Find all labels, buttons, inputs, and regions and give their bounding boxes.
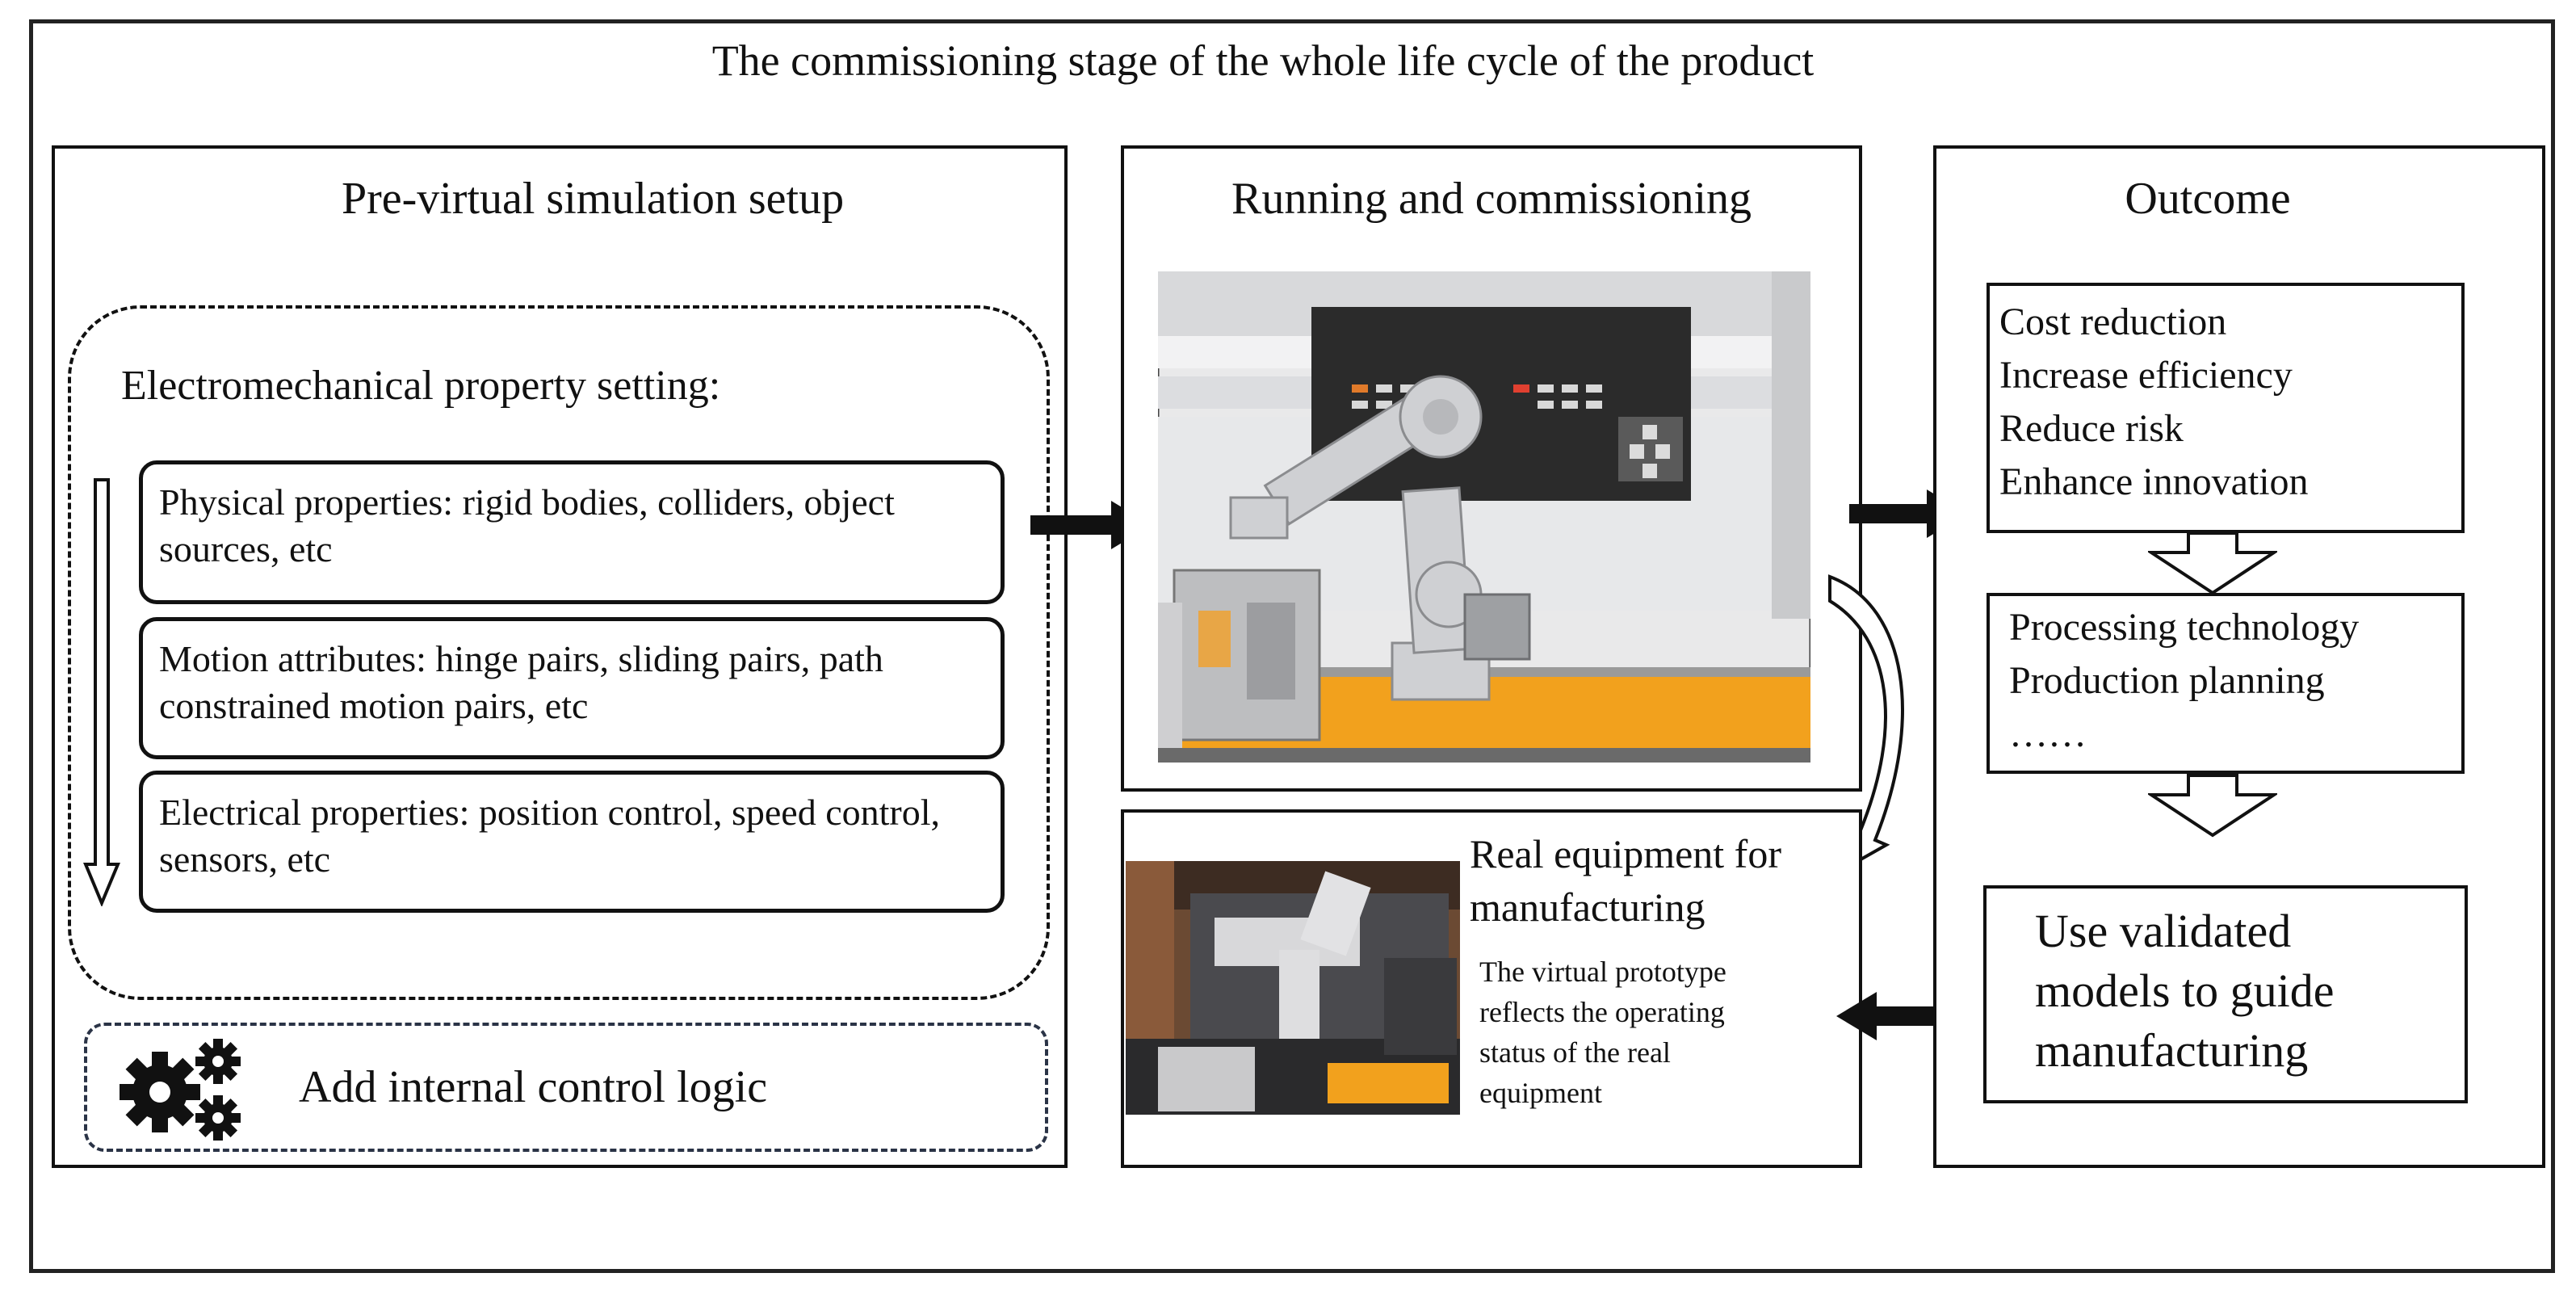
physical-properties-text: Physical properties: rigid bodies, colli…	[159, 481, 895, 569]
control-logic-label: Add internal control logic	[299, 1062, 768, 1112]
benefits-list: Cost reduction Increase efficiency Reduc…	[1999, 296, 2455, 509]
outcome-panel-heading: Outcome	[2125, 174, 2291, 224]
application-item: Processing technology	[2009, 606, 2360, 649]
validated-models-text: Use validated models to guide manufactur…	[2035, 905, 2335, 1077]
benefit-item: Increase efficiency	[1999, 354, 2293, 397]
outer-frame	[29, 19, 2555, 1273]
application-item: ……	[2009, 712, 2087, 755]
real-equipment-title-text: Real equipment for manufacturing	[1470, 831, 1781, 930]
left-panel-heading: Pre-virtual simulation setup	[341, 174, 845, 224]
real-equipment-desc-text: The virtual prototype reflects the opera…	[1479, 956, 1726, 1109]
diagram-title: The commissioning stage of the whole lif…	[711, 36, 1815, 85]
down-arrow-icon	[2148, 531, 2277, 595]
motion-attributes-box: Motion attributes: hinge pairs, sliding …	[139, 617, 1005, 759]
benefit-item: Cost reduction	[1999, 300, 2227, 343]
real-robot-photo	[1126, 861, 1460, 1115]
applications-box: Processing technology Production plannin…	[1987, 593, 2465, 774]
curved-arrow-icon	[1828, 574, 1904, 876]
down-arrow-icon	[83, 478, 120, 906]
electromech-group	[68, 305, 1050, 1000]
electrical-properties-text: Electrical properties: position control,…	[159, 792, 940, 880]
application-item: Production planning	[2009, 659, 2325, 702]
motion-attributes-text: Motion attributes: hinge pairs, sliding …	[159, 638, 883, 726]
down-arrow-icon	[2148, 774, 2277, 838]
robot-simulation-image	[1158, 271, 1810, 763]
running-panel-heading: Running and commissioning	[1231, 174, 1752, 224]
electrical-properties-box: Electrical properties: position control,…	[139, 771, 1005, 913]
left-arrow-icon	[1836, 992, 1954, 1040]
benefit-item: Reduce risk	[1999, 407, 2184, 450]
benefits-box: Cost reduction Increase efficiency Reduc…	[1987, 283, 2465, 533]
control-logic-box	[84, 1023, 1048, 1152]
applications-list: Processing technology Production plannin…	[2009, 601, 2455, 761]
electromech-label: Electromechanical property setting:	[121, 363, 721, 409]
physical-properties-box: Physical properties: rigid bodies, colli…	[139, 460, 1005, 604]
gears-icon	[120, 1039, 241, 1141]
real-equipment-title: Real equipment for manufacturing	[1470, 827, 1857, 934]
validated-models-box: Use validated models to guide manufactur…	[1983, 885, 2468, 1103]
benefit-item: Enhance innovation	[1999, 460, 2309, 503]
real-equipment-desc: The virtual prototype reflects the opera…	[1479, 952, 1786, 1113]
